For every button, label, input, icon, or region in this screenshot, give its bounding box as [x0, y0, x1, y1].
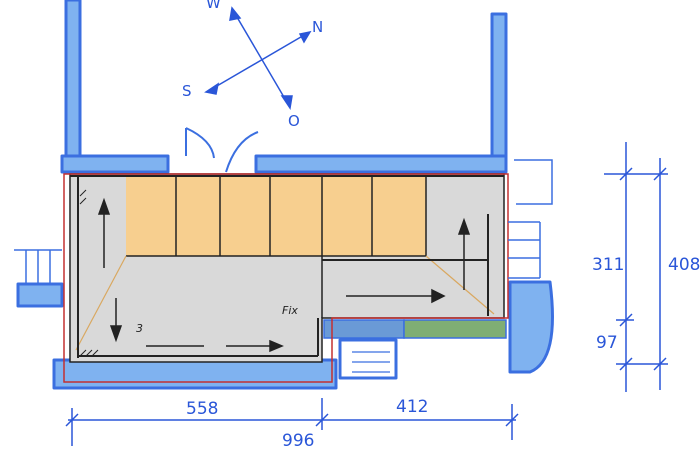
dim-slash-mid [315, 413, 329, 427]
bottom-wall [52, 358, 338, 390]
right-outer-outline [514, 159, 553, 205]
dim-slash-right [505, 413, 519, 427]
lower-steps [352, 351, 390, 373]
direction-arrows [97, 197, 471, 353]
compass-axis-wo [233, 11, 289, 105]
top-wall-right [254, 154, 508, 174]
lower-middle-wall [338, 338, 398, 380]
compass-north-label: N [312, 18, 323, 36]
dim-lower-height: 97 [596, 333, 618, 353]
compass-south-label: S [182, 82, 192, 100]
dim-total-width: 996 [282, 431, 314, 450]
compass-west-head [229, 6, 242, 21]
dim-right-width: 412 [396, 397, 428, 417]
hatch-5 [79, 197, 87, 205]
compass-east-label: O [288, 112, 300, 130]
left-entry-steps [14, 249, 62, 284]
compass-axis-sn [209, 33, 307, 91]
hatch-3 [91, 349, 99, 357]
right-upper-wall [490, 12, 508, 170]
compass-north-head [298, 30, 312, 44]
dim-slash-top [619, 167, 633, 181]
arrow-right-landing-head [431, 288, 446, 304]
stair-block [75, 176, 495, 351]
dim-slash-outer-top [653, 167, 667, 181]
stair-guides [75, 255, 495, 351]
step-count-label: 3 [136, 322, 143, 335]
stair-tread-lines [126, 176, 427, 318]
top-wall-left [60, 154, 170, 174]
arrow-right-bottom-head [269, 339, 284, 353]
dim-slash-upper-mid [619, 313, 633, 327]
hatch-marks [79, 189, 99, 357]
arrow-up-right-head [457, 217, 471, 235]
guide-left [75, 255, 127, 351]
hatch-2 [85, 349, 93, 357]
dim-slash-bottom [619, 357, 633, 371]
door-swing-right [225, 131, 259, 173]
compass-south-head [204, 82, 220, 95]
blue-beam [323, 319, 405, 339]
building-walls [16, 0, 554, 390]
dim-slash-left [65, 413, 79, 427]
inner-walls [70, 175, 504, 358]
horizontal-dimensions [65, 398, 519, 446]
arrow-down-left-head [109, 325, 123, 343]
stair-treads [126, 176, 426, 256]
compass [204, 6, 312, 110]
dim-upper-height: 311 [592, 255, 624, 275]
door-swing-left [185, 127, 215, 159]
dim-left-width: 558 [186, 399, 218, 419]
arrow-up-left-head [97, 197, 111, 215]
green-beam [403, 319, 507, 339]
guide-right [425, 255, 495, 315]
fix-label: Fix [282, 304, 298, 317]
right-bottom-wall [508, 280, 554, 374]
dim-total-height: 408 [668, 255, 700, 275]
left-upper-wall [64, 0, 82, 162]
hatch-4 [79, 189, 87, 197]
compass-east-head [280, 95, 293, 110]
compass-west-label: W [206, 0, 221, 12]
entrance-door [185, 127, 259, 173]
left-side-wall [16, 282, 64, 308]
hatch-1 [79, 349, 87, 357]
property-outline [63, 173, 509, 383]
vertical-dimensions [604, 142, 668, 392]
right-entry-steps [508, 159, 553, 279]
dim-slash-outer-bottom [653, 357, 667, 371]
